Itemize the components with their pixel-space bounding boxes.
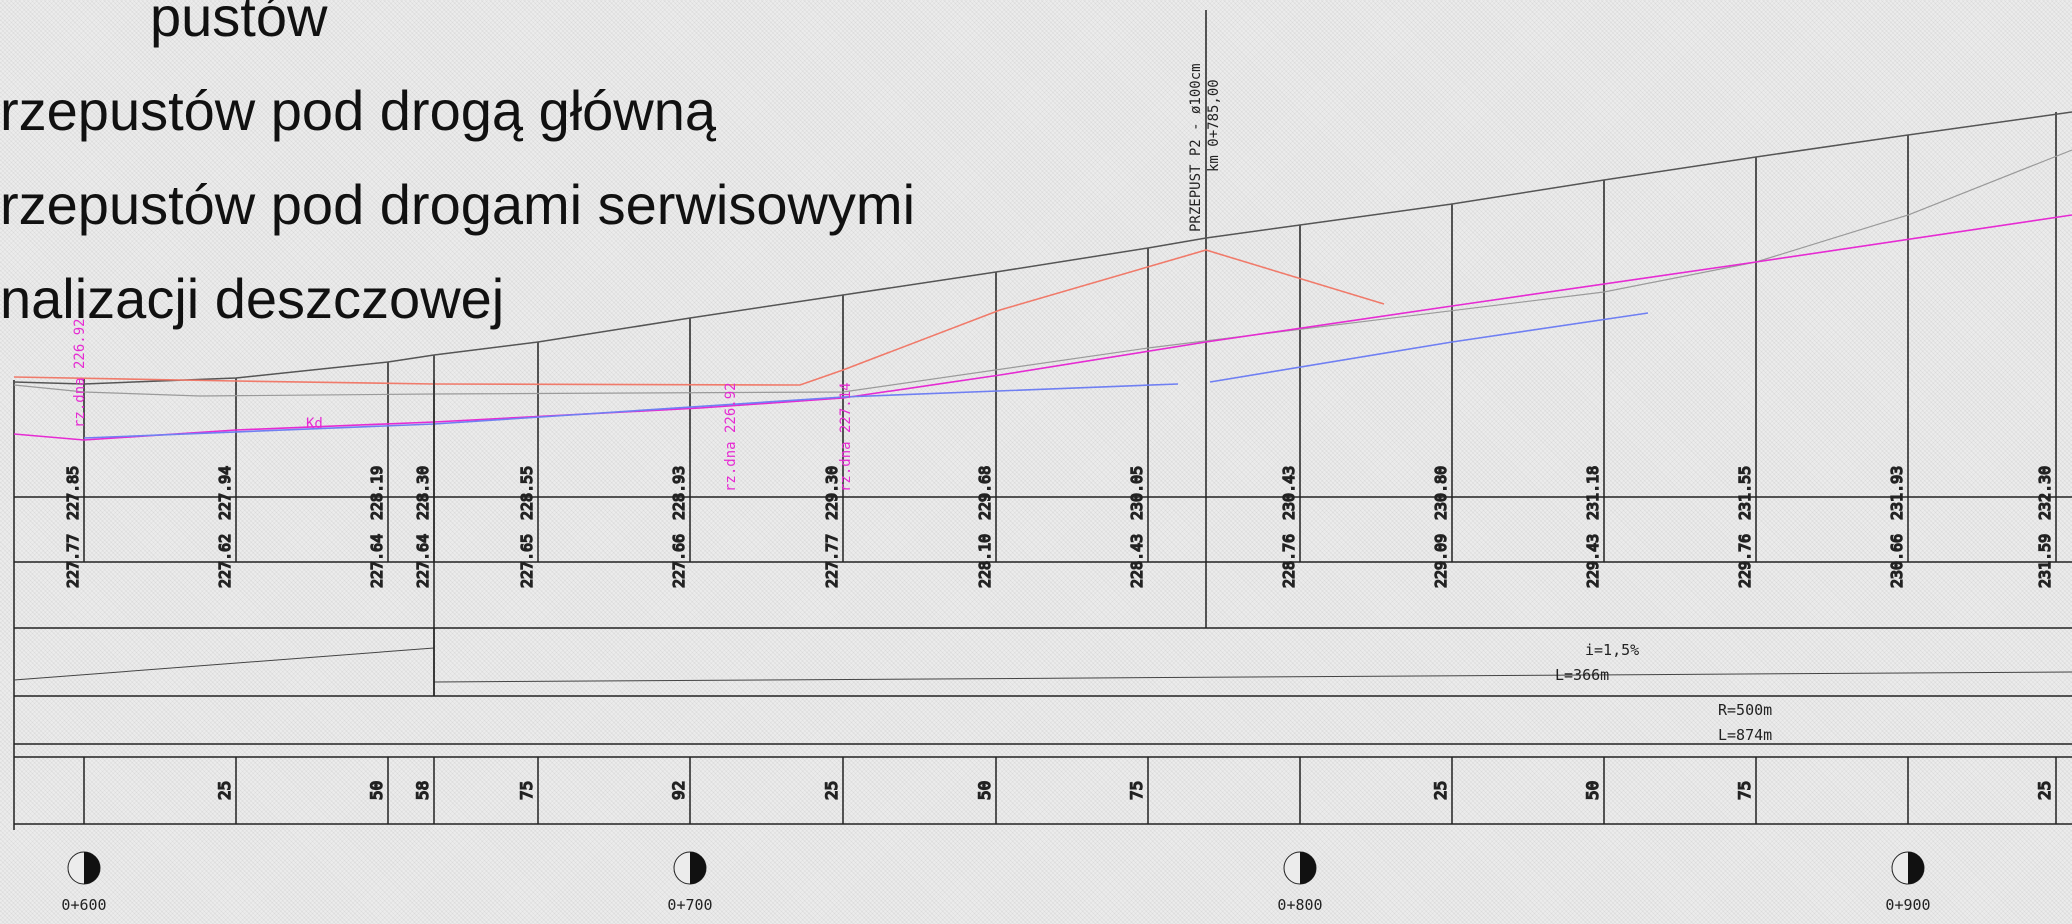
station-label: 75 bbox=[1127, 781, 1146, 800]
bullet-item: nalizacji deszczowej bbox=[0, 267, 505, 330]
elevation-label: 228.93 bbox=[670, 466, 688, 520]
elevation-label: 227.94 bbox=[216, 466, 234, 520]
station-lines: 227.85 227.77 227.94 227.62 25 228.19 227.64 50… bbox=[63, 112, 2057, 824]
elevation-label: 227.64 bbox=[368, 534, 386, 588]
station-label: 50 bbox=[1583, 781, 1602, 800]
station-label: 25 bbox=[2035, 781, 2054, 800]
kd-label: Kd bbox=[306, 416, 323, 432]
elevation-label: 227.64 bbox=[414, 534, 432, 588]
station-label: 75 bbox=[1735, 781, 1754, 800]
chainage-markers: 0+600 0+700 0+800 0+900 bbox=[61, 851, 1931, 914]
elevation-label: 229.68 bbox=[976, 466, 994, 520]
elevation-label: 230.43 bbox=[1280, 466, 1298, 520]
chainage-marker-fill bbox=[1300, 852, 1316, 884]
chainage-label: 0+700 bbox=[667, 896, 712, 914]
terrain-line bbox=[13, 149, 2072, 397]
station-label: 50 bbox=[975, 781, 994, 800]
elevation-label: 229.09 bbox=[1432, 534, 1450, 588]
bullet-item: rzepustów pod drogą główną bbox=[0, 79, 717, 142]
culvert-title: PRZEPUST P2 - ø100cm bbox=[1188, 63, 1204, 232]
bullet-item: pustów bbox=[150, 0, 328, 48]
annotation-text: rz.dna 226.92 bbox=[72, 318, 88, 428]
chainage-label: 0+800 bbox=[1277, 896, 1322, 914]
elevation-label: 228.19 bbox=[368, 466, 386, 520]
elevation-label: 228.43 bbox=[1128, 534, 1146, 588]
station-label: 92 bbox=[669, 781, 688, 800]
elevation-label: 229.76 bbox=[1736, 534, 1754, 588]
culvert-outline bbox=[13, 249, 1385, 386]
grade-line bbox=[13, 647, 435, 681]
elevation-label: 227.62 bbox=[216, 534, 234, 588]
chainage-label: 0+900 bbox=[1885, 896, 1930, 914]
chainage-marker-fill bbox=[84, 852, 100, 884]
chainage-marker-fill bbox=[690, 852, 706, 884]
station-label: 25 bbox=[822, 781, 841, 800]
elevation-label: 230.66 bbox=[1888, 534, 1906, 588]
storm-sewer-line bbox=[1209, 312, 1649, 383]
elevation-label: 232.30 bbox=[2036, 466, 2054, 520]
elevation-label: 228.30 bbox=[414, 466, 432, 520]
elevation-label: 227.85 bbox=[64, 466, 82, 520]
elevation-label: 231.59 bbox=[2036, 534, 2054, 588]
curve-radius: R=500m bbox=[1718, 701, 1772, 719]
bullet-list: pustów rzepustów pod drogą główną rzepus… bbox=[0, 0, 915, 346]
station-label: 75 bbox=[517, 781, 536, 800]
elevation-label: 230.05 bbox=[1128, 466, 1146, 520]
elevation-label: 227.66 bbox=[670, 534, 688, 588]
chainage-label: 0+600 bbox=[61, 896, 106, 914]
elevation-label: 231.18 bbox=[1584, 466, 1602, 520]
elevation-label: 228.55 bbox=[518, 466, 536, 520]
elevation-label: 229.30 bbox=[823, 466, 841, 520]
storm-sewer-line bbox=[83, 383, 1179, 439]
elevation-label: 228.76 bbox=[1280, 534, 1298, 588]
annotation-text: rz.dna 227.14 bbox=[838, 382, 854, 492]
grade-length: L=366m bbox=[1555, 666, 1609, 684]
bullet-item: rzepustów pod drogami serwisowymi bbox=[0, 173, 916, 236]
road-grade-line bbox=[13, 111, 2072, 385]
culvert-km: km 0+785,00 bbox=[1206, 79, 1222, 172]
station-label: 25 bbox=[215, 781, 234, 800]
elevation-label: 228.10 bbox=[976, 534, 994, 588]
grade-slope: i=1,5% bbox=[1585, 641, 1639, 659]
curve-length: L=874m bbox=[1718, 726, 1772, 744]
grade-line bbox=[433, 671, 2072, 683]
elevation-label: 229.43 bbox=[1584, 534, 1602, 588]
elevation-label: 227.65 bbox=[518, 534, 536, 588]
station-label: 50 bbox=[367, 781, 386, 800]
annotation-text: rz.dna 226.92 bbox=[723, 382, 739, 492]
elevation-label: 231.55 bbox=[1736, 466, 1754, 520]
chainage-marker-fill bbox=[1908, 852, 1924, 884]
drain-line bbox=[13, 214, 2072, 441]
elevation-label: 230.80 bbox=[1432, 466, 1450, 520]
station-label: 58 bbox=[413, 781, 432, 800]
elevation-label: 227.77 bbox=[823, 534, 841, 588]
station-label: 25 bbox=[1431, 781, 1450, 800]
elevation-label: 231.93 bbox=[1888, 466, 1906, 520]
profile-surface bbox=[13, 111, 2072, 696]
elevation-label: 227.77 bbox=[64, 534, 82, 588]
annotations: PRZEPUST P2 - ø100cm km 0+785,00 rz.dna … bbox=[72, 63, 1772, 744]
